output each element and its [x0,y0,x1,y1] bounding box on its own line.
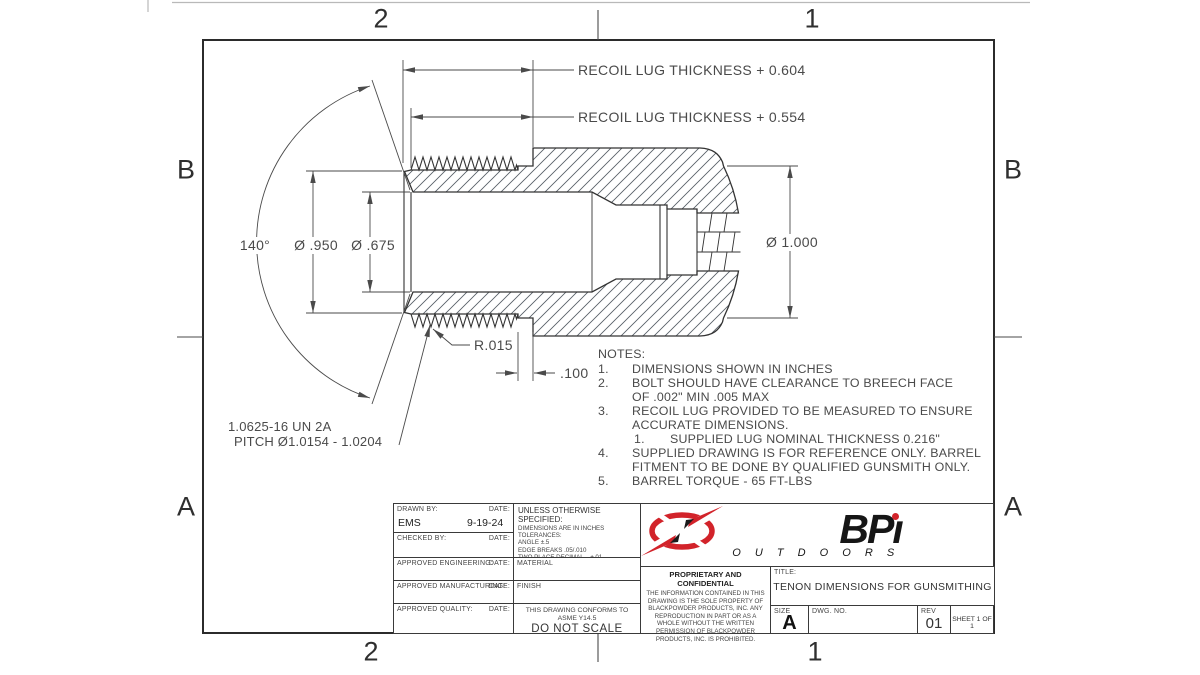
titleblock-sheet: SHEET 1 OF 1 [950,605,994,634]
titleblock-rev: REV 01 [917,605,951,634]
zone-ticks [177,10,1022,662]
dim-radius-label: R.015 [474,337,513,353]
note-row: 3.RECOIL LUG PROVIDED TO BE MEASURED TO … [598,404,973,418]
dim-recoil-554-label: RECOIL LUG THICKNESS + 0.554 [578,109,805,125]
titleblock-logo-cell: BPı O U T D O O R S [640,503,994,567]
note-row: OF .002" MIN .005 MAX [632,390,770,404]
titleblock-material: MATERIAL [513,557,641,581]
do-not-scale: DO NOT SCALE [531,623,623,635]
dimension-label-backgrounds [231,234,823,254]
zone-left-a: A [176,491,196,522]
tolerances-header: UNLESS OTHERWISE SPECIFIED: [518,506,601,524]
note-row: 2.BOLT SHOULD HAVE CLEARANCE TO BREECH F… [598,376,954,390]
sheet-edge-marks [147,0,1030,12]
titleblock-row-approved-engineering: APPROVED ENGINEERING: DATE: [393,557,514,581]
conformance-line2: ASME Y14.5 [557,615,597,622]
zone-right-a: A [1003,491,1023,522]
dim-recoil-604-label: RECOIL LUG THICKNESS + 0.604 [578,62,805,78]
bore-lines [403,171,698,313]
titleblock-row-approved-quality: APPROVED QUALITY: DATE: [393,603,514,634]
titleblock-conformance: THIS DRAWING CONFORMS TO ASME Y14.5 DO N… [513,603,641,635]
note-row-sub: 1.SUPPLIED LUG NOMINAL THICKNESS 0.216" [634,432,941,446]
zone-bottom-2: 2 [363,636,379,667]
titleblock-row-drawn-by: DRAWN BY: DATE: EMS 9-19-24 [393,503,514,533]
thread-callout: 1.0625-16 UN 2A PITCH Ø1.0154 - 1.0204 [228,419,382,449]
dim-dia-675-label: Ø .675 [351,237,395,253]
part-section-upper [403,147,740,214]
size-value: A [782,612,797,634]
bpi-i-dot [891,513,899,520]
rifling-pattern [697,212,741,272]
dimension-labels: RECOIL LUG THICKNESS + 0.604 RECOIL LUG … [240,62,818,381]
drawing-title: TENON DIMENSIONS FOR GUNSMITHING [773,581,992,593]
dim-dia-1000-label: Ø 1.000 [766,234,818,250]
zone-right-b: B [1003,154,1023,185]
dim-relief-label: .100 [560,365,588,381]
titleblock-row-checked-by: CHECKED BY: DATE: [393,532,514,558]
zone-top-2: 2 [373,3,389,34]
titleblock-tolerances: UNLESS OTHERWISE SPECIFIED: DIMENSIONS A… [513,503,641,575]
note-row: FITMENT TO BE DONE BY QUALIFIED GUNSMITH… [632,460,971,474]
titleblock-proprietary: PROPRIETARY AND CONFIDENTIAL THE INFORMA… [640,566,771,643]
zone-left-b: B [176,154,196,185]
titleblock-size: SIZE A [770,605,809,634]
titleblock-title: TITLE: TENON DIMENSIONS FOR GUNSMITHING [770,566,995,606]
thread-callout-line2: PITCH Ø1.0154 - 1.0204 [234,434,383,449]
bpi-crosshair-icon [641,505,723,557]
thread-profile [410,155,519,329]
conformance-line1: THIS DRAWING CONFORMS TO [525,607,629,614]
zone-bottom-1: 1 [807,636,823,667]
rev-value: 01 [925,615,943,632]
thread-callout-line1: 1.0625-16 UN 2A [228,419,332,434]
note-row: 5.BARREL TORQUE - 65 FT-LBS [598,474,813,488]
dim-dia-950-label: Ø .950 [294,237,338,253]
note-row: 1.DIMENSIONS SHOWN IN INCHES [598,362,833,376]
dim-angle-label: 140° [240,237,270,253]
titleblock-finish: FINISH [513,580,641,604]
part-section-lower [403,270,740,337]
proprietary-header: PROPRIETARY AND CONFIDENTIAL [669,570,742,588]
proprietary-body: THE INFORMATION CONTAINED IN THIS DRAWIN… [646,590,765,643]
titleblock-row-approved-manufacturing: APPROVED MANUFACTURING: DATE: [393,580,514,604]
titleblock-dwg-no: DWG. NO. [808,605,918,634]
zone-top-1: 1 [804,3,820,34]
note-row: 4.SUPPLIED DRAWING IS FOR REFERENCE ONLY… [598,446,982,460]
notes-header: NOTES: [598,347,646,361]
bpi-outdoors-text: O U T D O O R S [732,547,900,559]
sheet-value: SHEET 1 OF 1 [952,616,992,630]
notes-block: NOTES: 1.DIMENSIONS SHOWN IN INCHES 2.BO… [598,347,1000,488]
note-row: ACCURATE DIMENSIONS. [632,418,789,432]
